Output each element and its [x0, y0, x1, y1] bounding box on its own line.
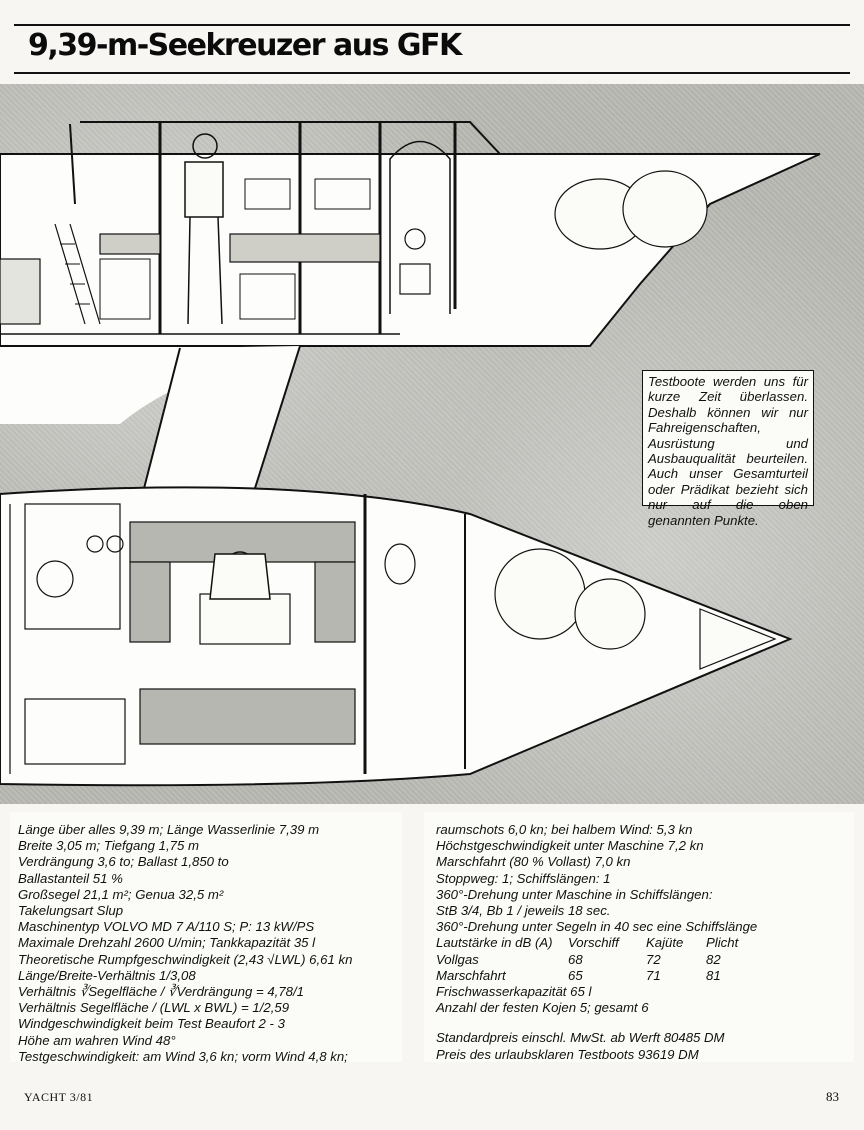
magazine-issue: YACHT 3/81 — [24, 1090, 94, 1104]
spec-line: Höchstgeschwindigkeit unter Maschine 7,2… — [436, 838, 704, 854]
notice-box: Testboote werden uns für kurze Zeit über… — [642, 370, 814, 528]
spacer — [436, 1016, 842, 1030]
specs-left-panel: Länge über alles 9,39 m; Länge Wasserlin… — [10, 812, 402, 1064]
spec-line: Verhältnis Segelfläche / (LWL x BWL) = 1… — [18, 1000, 290, 1016]
price-line: Standardpreis einschl. MwSt. ab Werft 80… — [436, 1030, 725, 1046]
spec-line: Windgeschwindigkeit beim Test Beaufort 2… — [18, 1016, 285, 1032]
noise-row-label: Marschfahrt — [436, 967, 506, 983]
price-line: Preis des urlaubsklaren Testboots 93619 … — [436, 1046, 699, 1062]
noise-cell: 71 — [646, 967, 661, 983]
spec-line: Länge über alles 9,39 m; Länge Wasserlin… — [18, 822, 320, 837]
deck-plan — [0, 486, 793, 787]
page-title: 9,39-m-Seekreuzer aus GFK — [28, 28, 462, 63]
noise-cell: 68 — [568, 951, 583, 967]
spec-line: Testgeschwindigkeit: am Wind 3,6 kn; vor… — [18, 1048, 348, 1064]
noise-header-col: Plicht — [706, 935, 739, 951]
headline-bar: 9,39-m-Seekreuzer aus GFK — [14, 24, 850, 74]
noise-cell: 65 — [568, 967, 583, 983]
spec-line: Großsegel 21,1 m²; Genua 32,5 m² — [18, 886, 224, 902]
spec-line: Verhältnis ∛Segelfläche / ∛Verdrängung =… — [18, 984, 304, 1000]
page-number: 83 — [826, 1089, 839, 1104]
noise-cell: 82 — [706, 951, 721, 967]
spec-line: Breite 3,05 m; Tiefgang 1,75 m — [18, 838, 199, 854]
spec-line: Ballastanteil 51 % — [18, 870, 123, 886]
spec-line: Länge/Breite-Verhältnis 1/3,08 — [18, 967, 196, 983]
spec-line: Takelungsart Slup — [18, 903, 124, 919]
spec-line: Frischwasserkapazität 65 l — [436, 984, 592, 1000]
side-section — [0, 121, 821, 505]
noise-table-row: Marschfahrt 65 71 81 — [436, 968, 842, 984]
noise-table-header: Lautstärke in dB (A) Vorschiff Kajüte Pl… — [436, 935, 842, 951]
noise-header-col: Vorschiff — [568, 935, 619, 951]
spec-line: 360°-Drehung unter Maschine in Schiffslä… — [436, 886, 713, 902]
spec-line: Maschinentyp VOLVO MD 7 A/110 S; P: 13 k… — [18, 919, 315, 935]
noise-header-col: Kajüte — [646, 935, 684, 951]
spec-line: Theoretische Rumpfgeschwindigkeit (2,43 … — [18, 951, 353, 967]
spec-line: StB 3/4, Bb 1 / jeweils 18 sec. — [436, 903, 611, 919]
spec-line: 360°-Drehung unter Segeln in 40 sec eine… — [436, 919, 758, 935]
spec-line: raumschots 6,0 kn; bei halbem Wind: 5,3 … — [436, 822, 693, 837]
noise-row-label: Vollgas — [436, 951, 479, 967]
boat-drawing — [0, 121, 821, 787]
noise-table-row: Vollgas 68 72 82 — [436, 952, 842, 968]
spec-line: Höhe am wahren Wind 48° — [18, 1032, 176, 1048]
spec-line: Verdrängung 3,6 to; Ballast 1,850 to — [18, 854, 229, 870]
spec-line: Maximale Drehzahl 2600 U/min; Tankkapazi… — [18, 935, 316, 951]
spec-line: Stoppweg: 1; Schiffslängen: 1 — [436, 870, 611, 886]
specs-right-panel: raumschots 6,0 kn; bei halbem Wind: 5,3 … — [424, 812, 854, 1062]
noise-cell: 72 — [646, 951, 661, 967]
noise-header-label: Lautstärke in dB (A) — [436, 935, 553, 951]
noise-cell: 81 — [706, 967, 721, 983]
spec-line: Anzahl der festen Kojen 5; gesamt 6 — [436, 1000, 649, 1016]
spec-line: Marschfahrt (80 % Vollast) 7,0 kn — [436, 854, 631, 870]
